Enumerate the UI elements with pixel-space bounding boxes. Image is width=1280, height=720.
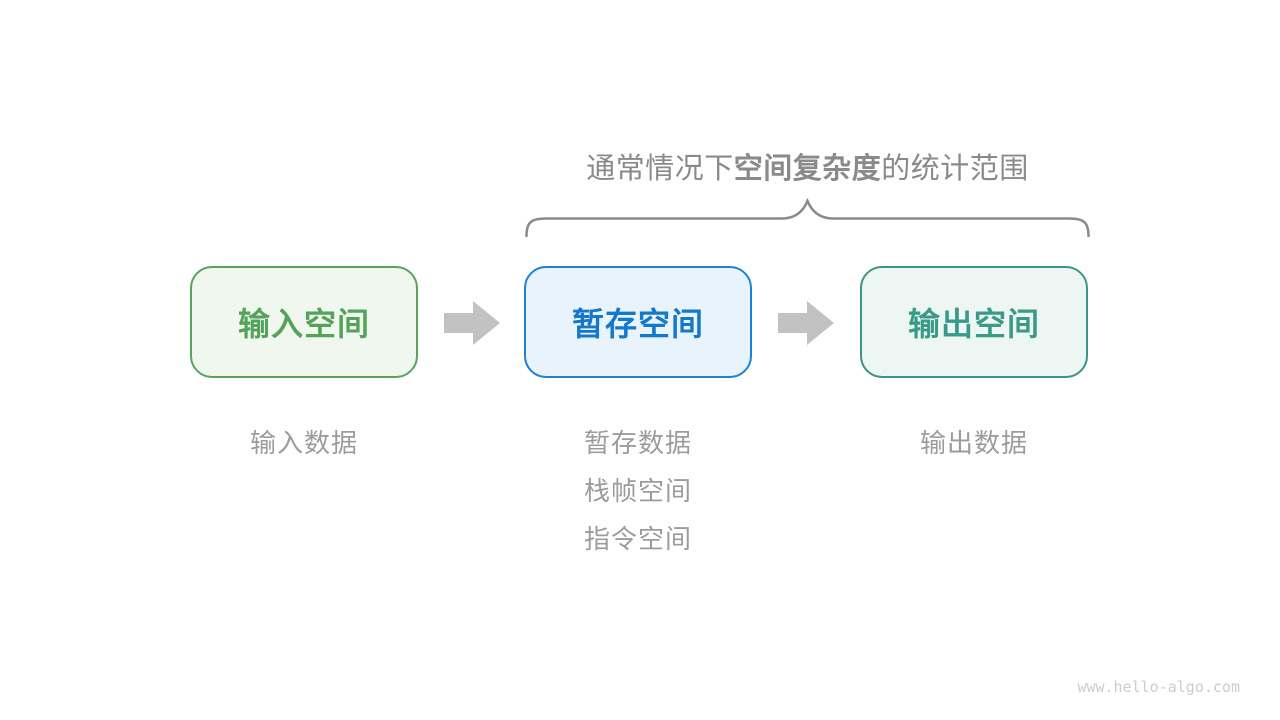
annotation-title-suffix: 的统计范围: [881, 153, 1029, 185]
temp-space-note-1: 暂存数据: [583, 428, 692, 458]
output-space-box: 输出空间: [860, 266, 1088, 378]
annotation-title-prefix: 通常情况下: [586, 153, 734, 185]
arrow-right-icon: [778, 301, 834, 345]
curly-brace-path: [525, 198, 1090, 238]
annotation-title: 通常情况下空间复杂度的统计范围: [495, 145, 1120, 187]
temp-space-box: 暂存空间: [524, 266, 752, 378]
watermark: www.hello-algo.com: [1077, 678, 1240, 696]
output-space-note: 输出数据: [919, 428, 1028, 458]
curly-brace-icon: [525, 198, 1090, 238]
arrow-right-shape: [444, 301, 500, 345]
input-space-box: 输入空间: [190, 266, 418, 378]
temp-space-note-2: 栈帧空间: [583, 476, 692, 506]
annotation-title-bold-term: 空间复杂度: [733, 153, 882, 185]
temp-space-note-3: 指令空间: [583, 524, 692, 554]
arrow-right-shape: [778, 301, 834, 345]
temp-space-label: 暂存空间: [571, 306, 704, 342]
arrow-right-icon: [444, 301, 500, 345]
input-space-note: 输入数据: [249, 428, 358, 458]
input-space-label: 输入空间: [237, 306, 370, 342]
output-space-label: 输出空间: [907, 306, 1040, 342]
